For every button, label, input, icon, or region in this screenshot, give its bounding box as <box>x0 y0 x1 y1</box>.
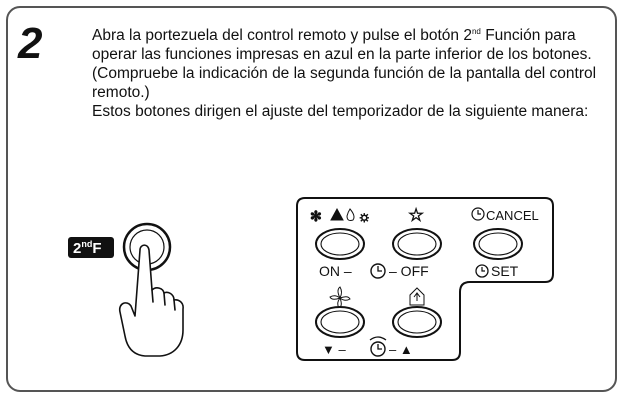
timer-cancel-icon: CANCEL <box>471 207 539 223</box>
on-timer-button[interactable] <box>315 228 365 260</box>
svg-text:2ndF: 2ndF <box>73 239 102 257</box>
step-number: 2 <box>18 19 43 68</box>
up-label: – ▲ <box>389 342 413 357</box>
timer-set-button[interactable] <box>473 228 523 260</box>
pointing-hand-icon <box>118 244 184 357</box>
instruction-panel <box>6 6 617 392</box>
badge-prefix: 2 <box>73 240 81 257</box>
instruction-sup: nd <box>471 27 481 36</box>
instruction-closing: Estos botones dirigen el ajuste del temp… <box>92 103 589 121</box>
fan-icon <box>329 286 351 309</box>
on-label: ON – <box>319 263 352 279</box>
badge-suffix: F <box>92 240 101 257</box>
instruction-line-1: Abra la portezuela del control remoto y … <box>92 22 612 64</box>
set-label: SET <box>491 263 519 279</box>
off-label: – OFF <box>389 263 429 279</box>
instruction-part-a: Abra la portezuela del control remoto y … <box>92 27 472 45</box>
badge-sup: nd <box>81 239 92 249</box>
clock-icon <box>370 263 386 279</box>
timer-down-button[interactable] <box>315 306 365 338</box>
svg-text:✻: ✻ <box>310 208 322 224</box>
off-timer-button[interactable] <box>392 228 442 260</box>
mode-icons: ✻ ☼ <box>310 208 372 225</box>
instruction-text: Abra la portezuela del control remoto y … <box>92 22 612 121</box>
instruction-paren: (Compruebe la indicación de la segunda f… <box>92 65 597 102</box>
svg-text:☼: ☼ <box>358 208 371 224</box>
second-function-badge: 2ndF <box>68 237 114 258</box>
timer-up-button[interactable] <box>392 306 442 338</box>
cancel-label: CANCEL <box>486 208 539 223</box>
instruction-part-b: Función para operar las funciones impres… <box>92 27 592 64</box>
star-icon: ☆ <box>408 205 424 225</box>
timer-set-icon <box>475 264 489 278</box>
house-icon <box>409 287 425 306</box>
down-label: ▼ – <box>322 342 346 357</box>
timer-adjust-icon <box>369 336 387 357</box>
